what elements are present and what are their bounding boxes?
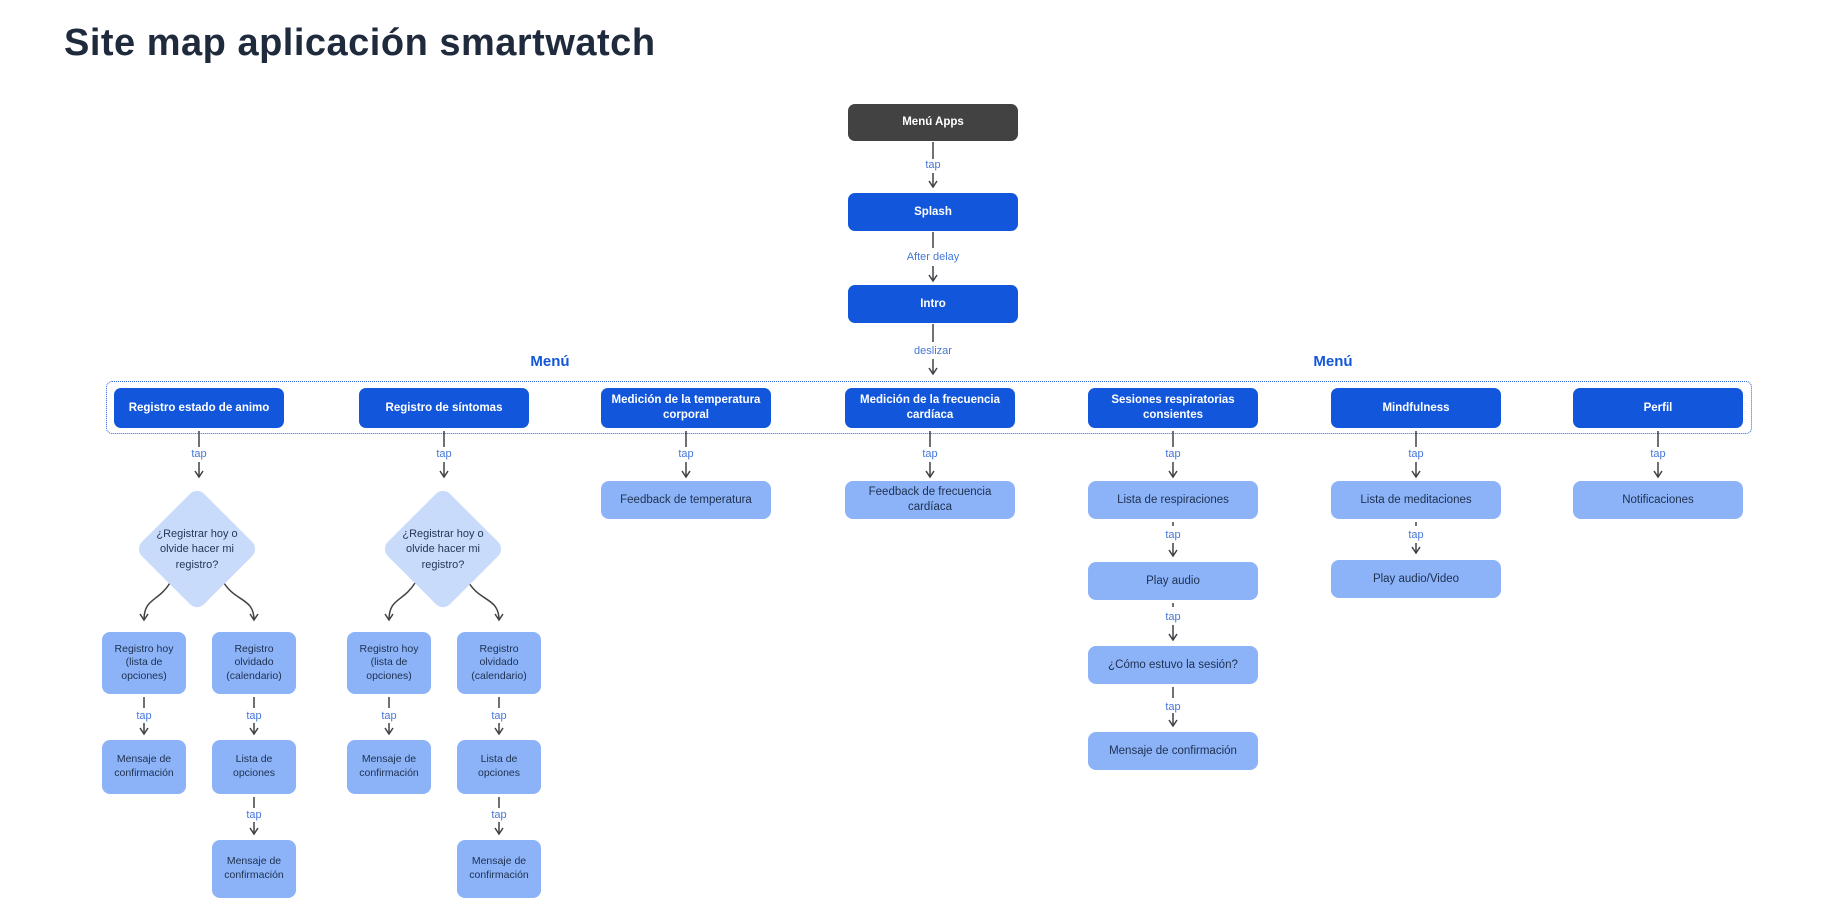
menu-item-label: Mindfulness — [1382, 401, 1450, 414]
node-label: Feedback de temperatura — [620, 493, 752, 506]
node-label: Play audio/Video — [1372, 572, 1460, 585]
menu-frame — [106, 381, 1752, 434]
edge-label-tap: tap — [922, 448, 938, 460]
node-registro-olvidado-sintomas: Registro olvidado (calendario) — [457, 632, 541, 694]
node-label: Play audio — [1146, 574, 1200, 587]
node-lista-meditaciones: Lista de meditaciones — [1331, 481, 1501, 519]
node-notificaciones: Notificaciones — [1573, 481, 1743, 519]
node-mensaje-confirmacion-animo-1: Mensaje de confirmación — [102, 740, 186, 794]
node-label: Mensaje de confirmación — [114, 753, 174, 779]
page-title: Site map aplicación smartwatch — [64, 22, 656, 64]
menu-item-label: Medición de la frecuencia cardíaca — [860, 394, 1000, 421]
edge-label-tap: tap — [1165, 701, 1181, 713]
menu-item-label: Registro de síntomas — [385, 401, 503, 414]
node-registro-hoy-sintomas: Registro hoy (lista de opciones) — [347, 632, 431, 694]
node-label: Mensaje de confirmación — [469, 855, 529, 881]
edge-label-tap: tap — [1165, 529, 1181, 541]
menu-item-label: Registro estado de animo — [128, 401, 270, 414]
menu-item-perfil: Perfil — [1573, 388, 1743, 428]
edge-label-after-delay: After delay — [906, 251, 960, 263]
edges — [139, 142, 1663, 836]
decision-diamond-sintomas-label: ¿Registrar hoy o olvide hacer mi registr… — [402, 528, 484, 571]
edge-label-tap: tap — [1408, 448, 1424, 460]
menu-title-left: Menú — [530, 353, 570, 370]
menu-item-registro-estado-animo: Registro estado de animo — [114, 388, 284, 428]
node-mensaje-confirmacion-animo-2: Mensaje de confirmación — [212, 840, 296, 898]
menu-item-label: Perfil — [1643, 401, 1673, 414]
node-mensaje-confirmacion-sintomas-1: Mensaje de confirmación — [347, 740, 431, 794]
menu-title-right: Menú — [1313, 353, 1353, 370]
edge-label-tap: tap — [246, 809, 262, 821]
node-label: Lista de respiraciones — [1117, 493, 1229, 506]
node-play-audio-video: Play audio/Video — [1331, 560, 1501, 598]
edge-label-tap: tap — [678, 448, 694, 460]
node-label: Feedback de frecuencia cardíaca — [868, 486, 992, 513]
node-label: ¿Cómo estuvo la sesión? — [1108, 658, 1238, 671]
node-splash: Splash — [848, 193, 1018, 231]
edge-label-tap: tap — [191, 448, 207, 460]
edge-label-tap-top: tap — [925, 159, 941, 171]
edge-label-tap: tap — [1165, 448, 1181, 460]
node-label: Mensaje de confirmación — [224, 855, 284, 881]
node-feedback-temperatura: Feedback de temperatura — [601, 481, 771, 519]
node-label: Registro hoy (lista de opciones) — [114, 642, 174, 682]
edge-label-tap: tap — [491, 710, 507, 722]
node-label: Registro olvidado (calendario) — [471, 642, 527, 682]
node-lista-opciones-sintomas: Lista de opciones — [457, 740, 541, 794]
node-label: Registro olvidado (calendario) — [226, 642, 282, 682]
menu-item-mindfulness: Mindfulness — [1331, 388, 1501, 428]
node-mensaje-confirmacion-sintomas-2: Mensaje de confirmación — [457, 840, 541, 898]
node-label: Lista de opciones — [477, 753, 521, 779]
node-menu-apps-label: Menú Apps — [902, 116, 964, 129]
edge-label-deslizar: deslizar — [914, 345, 952, 357]
edge-label-tap: tap — [436, 448, 452, 460]
node-registro-olvidado-animo: Registro olvidado (calendario) — [212, 632, 296, 694]
menu-item-label: Sesiones respiratorias consientes — [1111, 394, 1235, 421]
node-label: Lista de opciones — [232, 753, 276, 779]
node-feedback-frecuencia: Feedback de frecuencia cardíaca — [845, 481, 1015, 519]
edge-label-tap: tap — [1408, 529, 1424, 541]
node-lista-respiraciones: Lista de respiraciones — [1088, 481, 1258, 519]
node-play-audio: Play audio — [1088, 562, 1258, 600]
node-intro-label: Intro — [920, 297, 946, 310]
edge-label-tap: tap — [1165, 611, 1181, 623]
node-splash-label: Splash — [914, 205, 952, 218]
node-label: Lista de meditaciones — [1360, 493, 1472, 506]
node-label: Notificaciones — [1622, 493, 1694, 506]
node-label: Mensaje de confirmación — [1109, 744, 1237, 757]
decision-diamond-animo-label: ¿Registrar hoy o olvide hacer mi registr… — [156, 528, 238, 571]
node-label: Registro hoy (lista de opciones) — [359, 642, 419, 682]
menu-item-sesiones-respiratorias: Sesiones respiratorias consientes — [1088, 388, 1258, 428]
menu-item-label: Medición de la temperatura corporal — [611, 394, 761, 421]
edge-label-tap: tap — [1650, 448, 1666, 460]
menu-item-registro-sintomas: Registro de síntomas — [359, 388, 529, 428]
node-label: Mensaje de confirmación — [359, 753, 419, 779]
menu-item-medicion-temperatura: Medición de la temperatura corporal — [601, 388, 771, 428]
menu-item-medicion-frecuencia: Medición de la frecuencia cardíaca — [845, 388, 1015, 428]
edge-label-tap: tap — [136, 710, 152, 722]
node-intro: Intro — [848, 285, 1018, 323]
edge-label-tap: tap — [381, 710, 397, 722]
node-como-estuvo-sesion: ¿Cómo estuvo la sesión? — [1088, 646, 1258, 684]
node-lista-opciones-animo: Lista de opciones — [212, 740, 296, 794]
node-menu-apps: Menú Apps — [848, 104, 1018, 141]
node-mensaje-confirmacion-respiracion: Mensaje de confirmación — [1088, 732, 1258, 770]
node-registro-hoy-animo: Registro hoy (lista de opciones) — [102, 632, 186, 694]
edge-label-tap: tap — [246, 710, 262, 722]
edge-label-tap: tap — [491, 809, 507, 821]
